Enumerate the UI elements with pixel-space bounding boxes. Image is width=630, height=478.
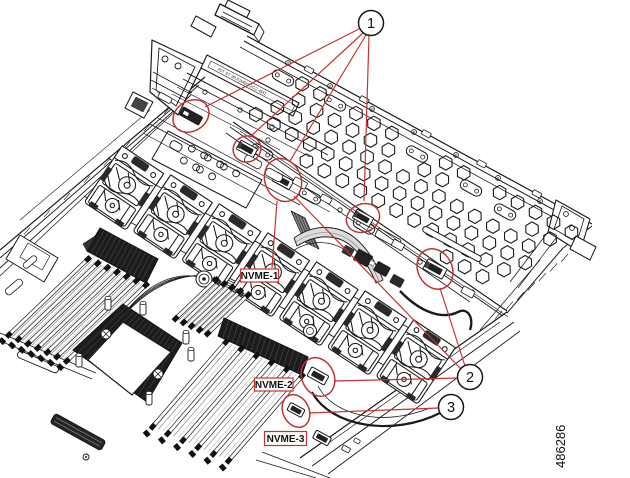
svg-text:2: 2 [466, 370, 474, 386]
svg-text:3: 3 [447, 400, 455, 416]
svg-text:NVME-3: NVME-3 [267, 434, 305, 445]
svg-text:1: 1 [367, 16, 375, 32]
svg-text:NVME-1: NVME-1 [241, 271, 279, 282]
svg-text:486286: 486286 [553, 425, 568, 468]
svg-text:NVME-2: NVME-2 [255, 380, 293, 391]
